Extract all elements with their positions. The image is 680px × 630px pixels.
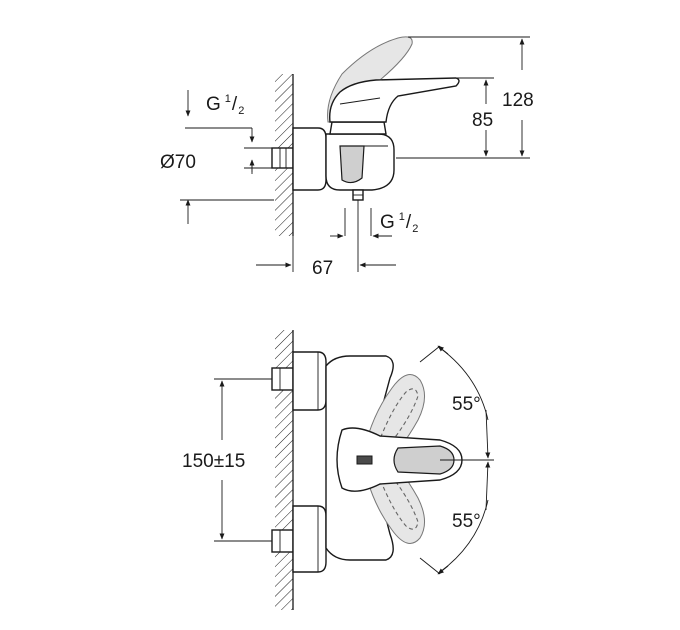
centers-dimension: 150±15: [182, 378, 272, 542]
diameter-label: Ø70: [160, 152, 196, 173]
cartridge-cap-side: [329, 121, 387, 135]
upper-connector-front: [271, 351, 327, 411]
angle-upper-label: 55°: [452, 394, 481, 415]
rotation-angle-dimension: 55° 55°: [419, 345, 494, 575]
height-128-label: 128: [502, 90, 534, 111]
angle-lower-label: 55°: [452, 511, 481, 532]
outlet-connector-side: [352, 189, 364, 236]
diameter-dimension: Ø70: [160, 90, 274, 224]
lower-connector-front: [271, 505, 327, 573]
depth-label: 67: [312, 258, 333, 279]
front-view: 150±15 55° 55°: [182, 330, 494, 610]
centers-label: 150±15: [182, 451, 245, 472]
depth-dimension: 67: [256, 236, 396, 279]
height-dimensions: 128 85: [396, 36, 534, 159]
lever-front: [336, 427, 463, 492]
height-85-label: 85: [472, 110, 493, 131]
wall-connector-side: [271, 147, 294, 169]
mixer-body-side: [325, 133, 395, 191]
rosette-side: [292, 127, 327, 191]
